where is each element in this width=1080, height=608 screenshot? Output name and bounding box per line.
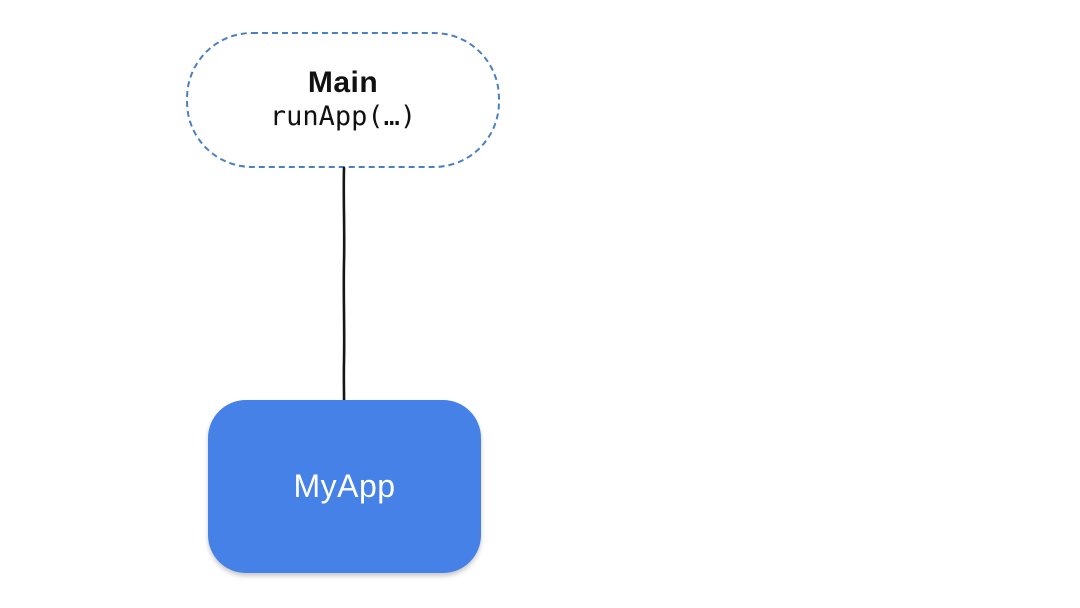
- node-main-label: Main: [307, 66, 379, 100]
- edge-main-to-myapp: [342, 166, 346, 406]
- node-myapp-label: MyApp: [293, 468, 396, 504]
- node-myapp: MyApp: [208, 400, 481, 573]
- node-main-sublabel: runApp(…): [269, 101, 417, 133]
- node-main: Main runApp(…): [186, 32, 500, 168]
